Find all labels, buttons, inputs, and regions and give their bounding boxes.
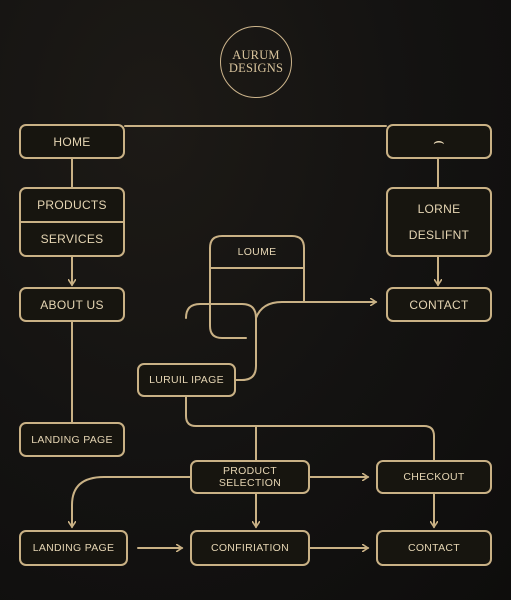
node-landing-page-bottom[interactable]: LANDING PAGE [19, 530, 128, 566]
brand-logo: AURUM DESIGNS [220, 26, 292, 98]
node-loume[interactable]: LOUME [210, 236, 304, 268]
node-luruil-page[interactable]: LURUIL IPAGE [137, 363, 236, 397]
node-contact-upper-label: CONTACT [409, 297, 469, 312]
node-confiriation-label: CONFIRIATION [210, 542, 290, 554]
node-loume-label: LOUME [237, 246, 277, 258]
node-home[interactable]: HOME [19, 124, 125, 159]
node-product-selection[interactable]: PRODUCT SELECTION [190, 460, 310, 494]
node-about-us[interactable]: ABOUT US [19, 287, 125, 322]
node-top-right[interactable]: ⌢ [386, 124, 492, 159]
node-landing-page-mid[interactable]: LANDING PAGE [19, 422, 125, 457]
node-contact-lower-label: CONTACT [407, 542, 461, 554]
loume-page-outline-3 [185, 303, 257, 381]
node-products-services[interactable]: PRODUCTS SERVICES [19, 187, 125, 257]
connector-loume-contact [255, 302, 376, 319]
node-luruil-page-label: LURUIL IPAGE [149, 374, 224, 386]
node-services[interactable]: SERVICES [21, 221, 123, 255]
node-services-label: SERVICES [40, 232, 104, 246]
node-deslifnt-label: DESLIFNT [408, 228, 470, 243]
node-lorne-label: LORNE [417, 201, 461, 216]
node-top-right-label: ⌢ [432, 131, 446, 151]
connector-luruil-down [185, 396, 435, 461]
logo-line-1: AURUM [232, 48, 280, 62]
node-about-us-label: ABOUT US [40, 297, 104, 312]
node-checkout-label: CHECKOUT [403, 471, 465, 483]
node-products[interactable]: PRODUCTS [21, 189, 123, 221]
node-checkout[interactable]: CHECKOUT [376, 460, 492, 494]
logo-line-2: DESIGNS [228, 61, 284, 75]
node-product-selection-label: PRODUCT SELECTION [218, 465, 282, 489]
node-lorne-deslifnt[interactable]: LORNE DESLIFNT [386, 187, 492, 257]
node-landing-page-mid-label: LANDING PAGE [31, 433, 113, 446]
loume-page-outline-4 [209, 301, 247, 339]
loume-page-outline-1 [209, 235, 305, 303]
node-contact-upper[interactable]: CONTACT [386, 287, 492, 322]
node-confiriation[interactable]: CONFIRIATION [190, 530, 310, 566]
node-home-label: HOME [53, 134, 91, 149]
node-contact-lower[interactable]: CONTACT [376, 530, 492, 566]
node-products-label: PRODUCTS [37, 198, 107, 212]
node-landing-page-bottom-label: LANDING PAGE [32, 542, 115, 554]
connector-product-landing [72, 476, 191, 527]
